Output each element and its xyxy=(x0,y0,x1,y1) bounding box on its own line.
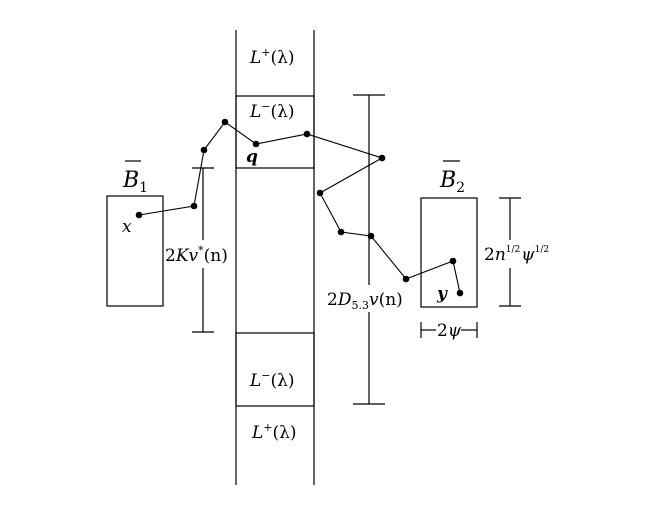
walk-point xyxy=(378,154,386,162)
walk-point xyxy=(367,232,375,240)
l-plus-top-label: L+(λ) xyxy=(249,46,295,68)
b1-label: B1 xyxy=(122,168,148,196)
b2-box xyxy=(420,197,478,308)
walk-point xyxy=(337,228,345,236)
walk-point-x xyxy=(135,211,143,219)
l-minus-top-label: L−(λ) xyxy=(249,100,295,122)
walk-point xyxy=(190,202,198,210)
l-minus-bottom-box xyxy=(235,332,315,407)
point-y-label: y xyxy=(436,284,448,304)
walk-path xyxy=(138,121,461,294)
dim-2psi-label: 2ψ xyxy=(437,321,462,341)
point-x-label: x xyxy=(122,217,132,237)
walk-point xyxy=(449,257,457,265)
b1-box xyxy=(106,195,164,307)
walk-point-y xyxy=(456,289,464,297)
dim-2dv-label: 2D5.3v(n) xyxy=(327,290,403,312)
dim-2kv-label: 2Kv*(n) xyxy=(165,244,228,266)
walk-point xyxy=(303,130,311,138)
walk-point-q xyxy=(252,140,260,148)
l-minus-top-box xyxy=(235,95,315,169)
walk-point xyxy=(402,275,410,283)
point-q-label: q xyxy=(246,147,258,167)
walk-points xyxy=(135,118,464,297)
dim-2npsi-label: 2n1/2ψ1/2 xyxy=(484,245,549,265)
b2-label: B2 xyxy=(439,168,465,196)
walk-point xyxy=(221,118,229,126)
walk-point xyxy=(316,189,324,197)
l-minus-bottom-label: L−(λ) xyxy=(249,369,295,391)
l-plus-bottom-label: L+(λ) xyxy=(251,421,297,443)
walk-point xyxy=(200,146,208,154)
